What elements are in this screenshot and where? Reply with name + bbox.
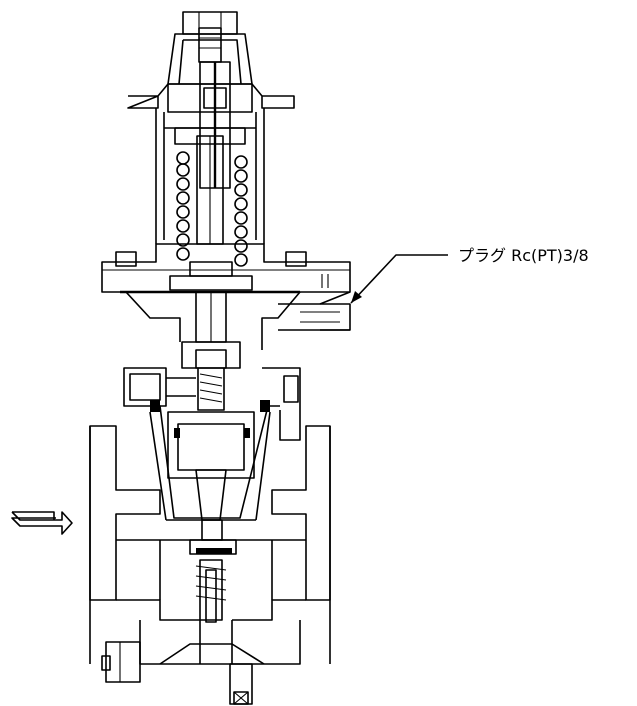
adjusting-screw [198,27,231,189]
spring-coils-right [234,155,248,267]
stem [195,291,227,343]
valve-body [89,400,331,665]
pilot-valve [123,341,301,441]
spring-coils-left [176,151,190,261]
bottom-plug [229,663,253,705]
flow-direction-arrow [11,511,73,535]
drain-plug [101,641,141,683]
plug-callout-label: プラグ Rc(PT)3/8 [458,246,589,265]
lower-diaphragm-chamber [125,291,351,350]
diaphragm-case [101,243,351,294]
bonnet-flange [127,83,295,113]
spring-housing [155,108,265,245]
plug-callout-leader [350,254,448,304]
